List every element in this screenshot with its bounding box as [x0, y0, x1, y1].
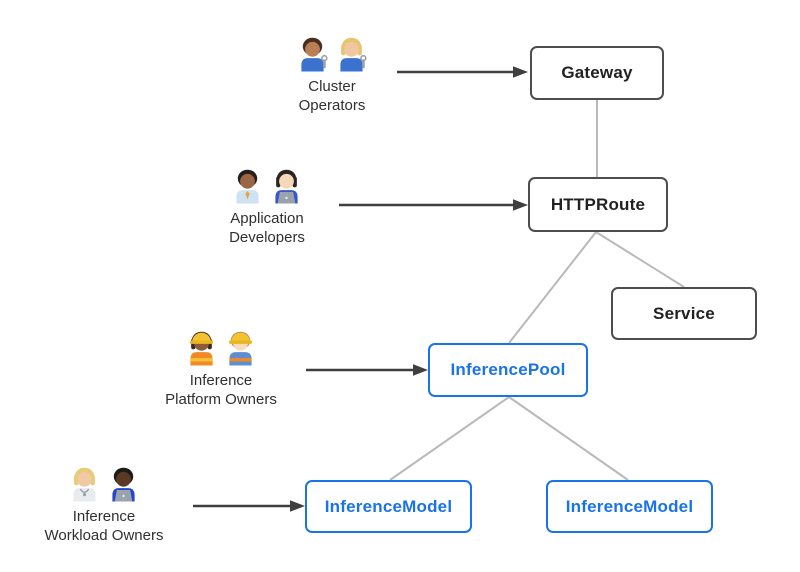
- persona-application-developers: Application Developers: [177, 166, 357, 247]
- man-mechanic-emoji: [301, 37, 328, 72]
- woman-mechanic-emoji: [340, 37, 367, 72]
- application-developers-emojis: [229, 166, 305, 204]
- man-technologist-emoji: [112, 467, 135, 502]
- node-gateway: Gateway: [530, 46, 664, 100]
- inference-platform-owners-emojis: [183, 328, 259, 366]
- arrow-inference-platform-owners-inferencepool: [306, 364, 428, 376]
- node-httproute: HTTPRoute: [528, 177, 668, 232]
- persona-label-line2: Operators: [298, 97, 366, 114]
- node-service: Service: [611, 287, 757, 340]
- arrow-application-developers-httproute: [339, 199, 528, 211]
- inference-workload-owners-emojis: [66, 464, 142, 502]
- connector-inferencepool-inferencemodel-right: [508, 396, 629, 481]
- node-inferencemodel-left: InferenceModel: [305, 480, 472, 533]
- persona-label: Inference Workload Owners: [45, 507, 164, 545]
- man-office-worker-emoji: [236, 169, 259, 204]
- woman-technologist-emoji: [275, 169, 298, 204]
- persona-label-line1: Cluster: [308, 78, 356, 95]
- persona-label-line1: Inference: [189, 372, 253, 389]
- woman-construction-worker-emoji: [189, 331, 214, 366]
- persona-label-line2: Platform Owners: [165, 391, 277, 408]
- node-inferencepool: InferencePool: [428, 343, 588, 397]
- persona-label-line2: Workload Owners: [44, 527, 164, 544]
- node-inferencemodel-right: InferenceModel: [546, 480, 713, 533]
- persona-label: Application Developers: [229, 209, 305, 247]
- cluster-operators-emojis: [294, 34, 370, 72]
- connector-httproute-service: [595, 231, 685, 288]
- persona-label-line1: Inference: [72, 508, 136, 525]
- persona-label-line2: Developers: [229, 229, 305, 246]
- persona-label: Inference Platform Owners: [165, 371, 277, 409]
- health-worker-emoji: [73, 467, 96, 502]
- connector-inferencepool-inferencemodel-left: [389, 396, 510, 481]
- connector-httproute-inferencepool: [508, 231, 597, 344]
- persona-label: Cluster Operators: [299, 77, 366, 115]
- persona-cluster-operators: Cluster Operators: [242, 34, 422, 115]
- arrow-inference-workload-owners-inferencemodel: [193, 500, 305, 512]
- persona-inference-workload-owners: Inference Workload Owners: [14, 464, 194, 545]
- man-construction-worker-emoji: [228, 331, 253, 366]
- persona-inference-platform-owners: Inference Platform Owners: [131, 328, 311, 409]
- persona-label-line1: Application: [230, 210, 304, 227]
